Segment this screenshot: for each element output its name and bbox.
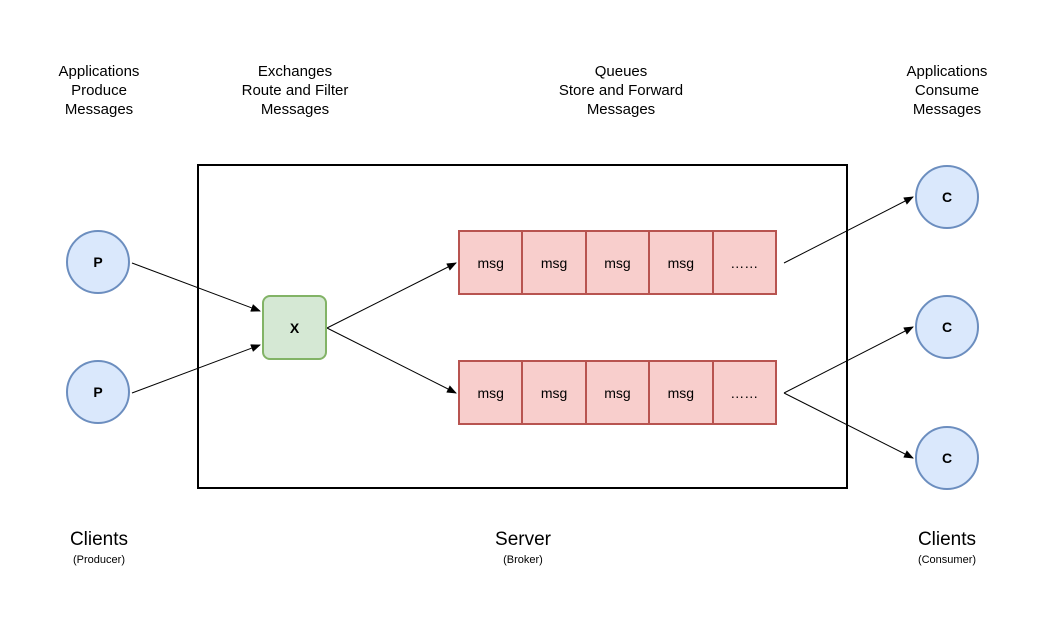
header-line: Produce	[71, 82, 127, 99]
queues-header: Queues Store and Forward Messages	[521, 62, 721, 119]
producers-header: Applications Produce Messages	[0, 62, 199, 119]
queue-message-cell: msg	[521, 360, 587, 425]
queue-message-cell: msg	[648, 360, 714, 425]
header-line: Applications	[906, 63, 988, 80]
consumer-clients-footer: Clients (Consumer)	[847, 529, 1047, 567]
header-line: Messages	[912, 101, 982, 118]
producer-clients-footer: Clients (Producer)	[0, 529, 199, 567]
queue-message-cell: msg	[584, 230, 651, 295]
exchanges-header: Exchanges Route and Filter Messages	[195, 62, 395, 119]
exchange-label: X	[289, 319, 300, 336]
footer-subtitle: (Broker)	[503, 554, 543, 566]
arrow-producer1-exchange	[131, 262, 261, 312]
header-line: Consume	[914, 82, 980, 99]
producer-label: P	[93, 254, 103, 270]
queue-message-cell: msg	[521, 230, 587, 295]
header-line: Messages	[64, 101, 134, 118]
header-line: Exchanges	[257, 63, 333, 80]
consumer-label: C	[941, 189, 953, 205]
queue-ellipsis-cell: ……	[711, 360, 777, 425]
consumer-node: C	[915, 295, 979, 359]
queue-message-cell: msg	[458, 230, 524, 295]
arrow-exchange-queue1	[326, 262, 457, 329]
arrow-producer2-exchange	[131, 344, 261, 394]
consumers-header: Applications Consume Messages	[847, 62, 1047, 119]
queue-bottom: msg msg msg msg ……	[458, 360, 777, 425]
consumer-node: C	[915, 426, 979, 490]
queue-top: msg msg msg msg ……	[458, 230, 777, 295]
producer-label: P	[93, 384, 103, 400]
producer-node: P	[66, 230, 130, 294]
header-line: Messages	[260, 101, 330, 118]
header-line: Applications	[58, 63, 140, 80]
queue-ellipsis-cell: ……	[711, 230, 777, 295]
producer-node: P	[66, 360, 130, 424]
queue-message-cell: msg	[458, 360, 524, 425]
consumer-label: C	[941, 450, 953, 466]
header-line: Messages	[586, 101, 656, 118]
header-line: Store and Forward	[558, 82, 684, 99]
arrow-queue2-consumer3	[783, 392, 914, 459]
header-line: Route and Filter	[241, 82, 349, 99]
exchange-node: X	[262, 295, 327, 360]
arrow-queue1-consumer1	[783, 196, 914, 264]
footer-title: Clients	[917, 529, 977, 550]
queue-message-cell: msg	[648, 230, 714, 295]
server-footer: Server (Broker)	[423, 529, 623, 567]
queue-message-cell: msg	[584, 360, 651, 425]
footer-title: Clients	[69, 529, 129, 550]
footer-title: Server	[495, 529, 551, 550]
arrow-exchange-queue2	[326, 327, 457, 394]
footer-subtitle: (Producer)	[73, 554, 125, 566]
footer-subtitle: (Consumer)	[917, 554, 977, 566]
consumer-label: C	[941, 319, 953, 335]
consumer-node: C	[915, 165, 979, 229]
header-line: Queues	[594, 63, 648, 80]
server-broker-box	[197, 164, 848, 489]
arrow-queue2-consumer2	[783, 326, 914, 394]
